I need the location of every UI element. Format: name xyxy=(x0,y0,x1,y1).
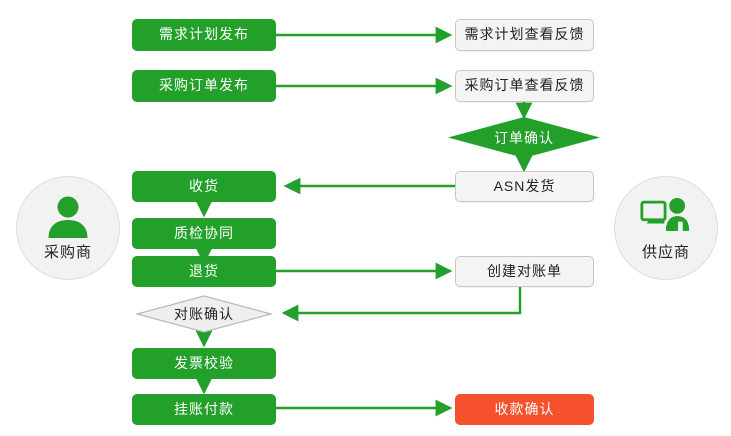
node-quality-inspection[interactable]: 质检协同 xyxy=(132,218,276,249)
node-demand-plan-feedback[interactable]: 需求计划查看反馈 xyxy=(455,19,594,51)
node-demand-plan-feedback-label: 需求计划查看反馈 xyxy=(464,26,585,43)
node-receive-goods[interactable]: 收货 xyxy=(132,171,276,202)
node-demand-plan-publish[interactable]: 需求计划发布 xyxy=(132,19,276,51)
node-statement-confirm-label: 对账确认 xyxy=(174,306,234,322)
edge-n10-n11 xyxy=(281,287,522,322)
actor-supplier[interactable]: 供应商 xyxy=(614,176,718,280)
node-invoice-verification[interactable]: 发票校验 xyxy=(132,348,276,379)
actor-buyer[interactable]: 采购商 xyxy=(16,176,120,280)
node-invoice-verification-label: 发票校验 xyxy=(174,354,234,371)
node-order-confirm[interactable]: 订单确认 xyxy=(448,117,600,158)
node-return-goods-label: 退货 xyxy=(189,262,219,279)
node-order-confirm-label: 订单确认 xyxy=(494,129,554,146)
user-at-computer-icon xyxy=(640,197,690,231)
node-create-statement-label: 创建对账单 xyxy=(487,262,562,279)
node-demand-plan-publish-label: 需求计划发布 xyxy=(159,26,249,43)
node-asn-shipment[interactable]: ASN发货 xyxy=(455,171,594,202)
diamond-shape-green xyxy=(448,117,600,158)
actor-supplier-label: 供应商 xyxy=(641,244,690,261)
actor-buyer-label: 采购商 xyxy=(43,244,92,261)
node-accrued-payment[interactable]: 挂账付款 xyxy=(132,394,276,425)
node-purchase-order-publish[interactable]: 采购订单发布 xyxy=(132,70,276,102)
node-purchase-order-feedback[interactable]: 采购订单查看反馈 xyxy=(455,70,594,102)
node-asn-shipment-label: ASN发货 xyxy=(493,177,556,194)
node-statement-confirm[interactable]: 对账确认 xyxy=(136,295,272,333)
node-quality-inspection-label: 质检协同 xyxy=(174,224,234,241)
node-payment-confirm-label: 收款确认 xyxy=(494,400,555,417)
user-icon xyxy=(48,196,88,238)
node-receive-goods-label: 收货 xyxy=(189,177,219,194)
node-accrued-payment-label: 挂账付款 xyxy=(174,400,234,417)
node-payment-confirm[interactable]: 收款确认 xyxy=(455,394,594,425)
node-return-goods[interactable]: 退货 xyxy=(132,256,276,287)
node-create-statement[interactable]: 创建对账单 xyxy=(455,256,594,287)
node-purchase-order-publish-label: 采购订单发布 xyxy=(159,77,249,94)
node-purchase-order-feedback-label: 采购订单查看反馈 xyxy=(464,77,585,94)
